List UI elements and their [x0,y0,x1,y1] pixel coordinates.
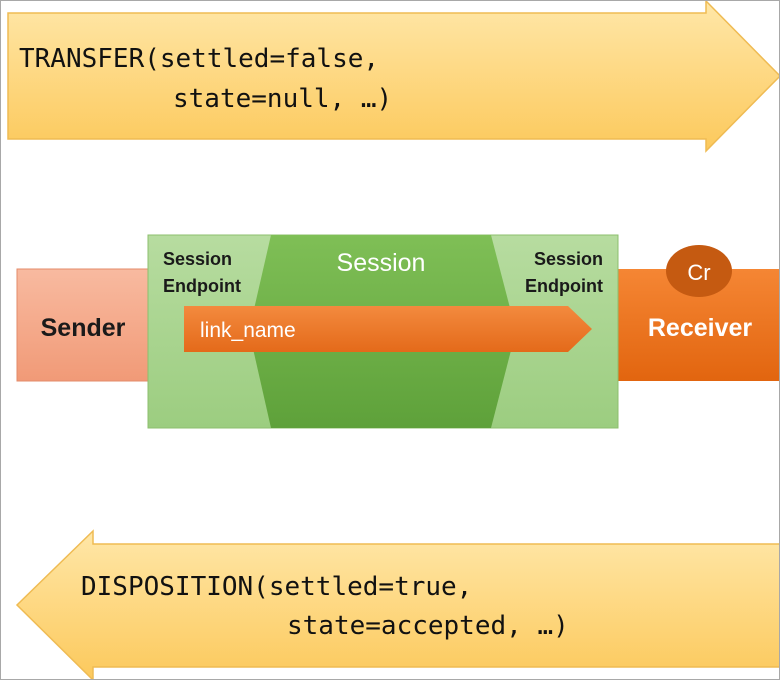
transfer-arrow [7,1,779,153]
link-arrow [184,306,592,352]
session-label: Session [337,249,426,277]
disposition-arrow [15,529,779,679]
transfer-line1: TRANSFER(settled=false, [19,44,379,74]
receiver-label: Receiver [648,314,753,342]
transfer-line2: state=null, …) [173,84,392,114]
left-endpoint-line2: Endpoint [163,276,241,296]
disposition-line2: state=accepted, …) [287,611,569,641]
disposition-line1: DISPOSITION(settled=true, [81,572,472,602]
left-endpoint-line1: Session [163,249,232,269]
sender-label: Sender [41,314,126,342]
link-label: link_name [200,319,296,342]
credit-badge [666,245,732,297]
right-endpoint-line2: Endpoint [525,276,603,296]
credit-badge-label: Cr [687,260,710,285]
right-endpoint-line1: Session [534,249,603,269]
sender-box [16,268,152,382]
